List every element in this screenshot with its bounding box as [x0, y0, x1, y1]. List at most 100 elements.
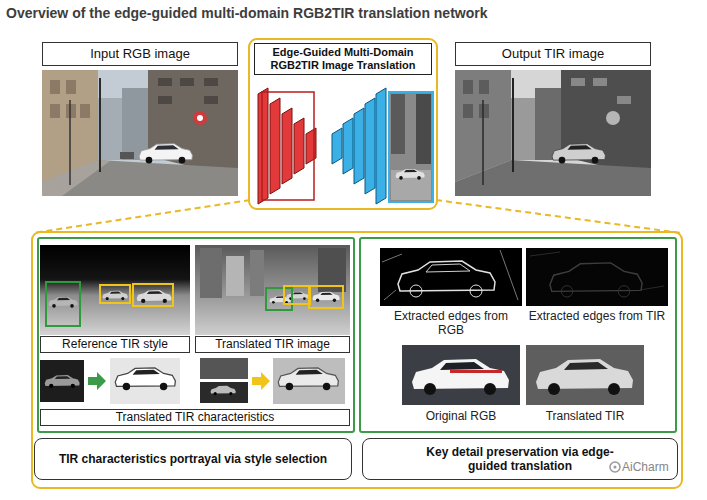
output-tir-image	[455, 70, 651, 196]
output-tir-image	[535, 88, 561, 160]
characteristic-examples	[40, 358, 345, 404]
output-tir-image	[479, 104, 489, 118]
region-outline	[360, 238, 676, 432]
characteristic-examples	[133, 370, 160, 375]
box-text: Key detail preservation via edge-guided …	[415, 445, 625, 474]
network-illustration	[262, 92, 314, 200]
watermark: AiCharm	[622, 460, 678, 474]
summary-box: TIR characteristics portrayal via style …	[34, 438, 352, 480]
input-rgb-image	[66, 104, 76, 118]
edge-maps	[526, 248, 668, 306]
region-outline	[38, 238, 354, 432]
network-illustration	[396, 169, 425, 180]
network-illustration	[258, 88, 433, 204]
car-comparison	[548, 383, 620, 395]
output-tir-image	[455, 70, 651, 196]
output-tir-image	[463, 104, 473, 118]
image-caption: Extracted edges from RGB	[380, 309, 522, 338]
image-caption: Translated TIR	[526, 409, 644, 423]
characteristic-examples	[49, 384, 75, 388]
car-comparison	[424, 383, 496, 395]
translated-tir-image	[284, 286, 310, 304]
watermark-icon	[610, 462, 620, 472]
output-tir-image	[568, 145, 592, 149]
characteristic-examples	[296, 370, 323, 375]
reference-tir-image	[106, 297, 125, 300]
input-rgb-image	[158, 96, 172, 104]
reference-tir-image	[137, 290, 172, 303]
region-outline	[32, 200, 682, 488]
translated-tir-image	[320, 293, 332, 295]
output-tir-image	[552, 144, 605, 164]
car-comparison	[402, 345, 644, 405]
network-illustration	[354, 108, 364, 184]
input-rgb-image	[66, 80, 76, 94]
image-label-box: Translated TIR image	[195, 336, 350, 353]
input-rgb-image	[204, 78, 218, 86]
reference-tir-image	[147, 291, 163, 294]
translated-tir-image	[309, 286, 343, 308]
translated-tir-image	[316, 299, 336, 302]
characteristic-examples	[115, 368, 175, 390]
edge-maps	[380, 248, 522, 306]
box-text: Input RGB image	[90, 47, 190, 62]
car-comparison	[526, 345, 644, 405]
input-rgb-image	[120, 152, 134, 159]
edge-maps	[382, 250, 518, 300]
input-rgb-image	[193, 111, 207, 125]
input-rgb-image	[204, 96, 218, 104]
characteristic-examples	[45, 375, 80, 388]
translated-tir-image	[226, 256, 244, 296]
output-tir-image	[463, 80, 473, 94]
image-label-box: Reference TIR style	[40, 336, 190, 353]
output-tir-image	[482, 100, 484, 185]
characteristic-examples	[110, 358, 180, 404]
translated-tir-image	[200, 248, 222, 298]
output-tir-image	[561, 70, 651, 178]
box-text: Output TIR image	[502, 47, 604, 62]
input-rgb-image	[42, 70, 238, 196]
car-comparison	[536, 359, 633, 395]
edge-maps	[561, 286, 629, 297]
edge-maps	[410, 285, 482, 297]
input-rgb-image	[50, 104, 60, 118]
characteristic-examples	[286, 383, 331, 390]
output-tir-image	[479, 80, 489, 94]
box-text: TIR characteristics portrayal via style …	[59, 452, 327, 466]
region-outline	[33, 200, 250, 233]
characteristic-examples	[278, 368, 338, 390]
translated-tir-image	[250, 250, 264, 296]
image-caption: Extracted edges from TIR	[526, 309, 668, 323]
translated-tir-image	[266, 288, 292, 310]
input-rgb-image	[42, 160, 238, 196]
network-illustration	[376, 88, 386, 204]
translated-tir-image	[313, 292, 340, 302]
output-tir-image	[455, 160, 651, 196]
input-rgb-image	[180, 78, 194, 86]
network-illustration	[389, 92, 433, 202]
module-box: Edge-Guided Multi-Domain RGB2TIR Image T…	[248, 38, 438, 210]
edge-maps	[550, 263, 642, 297]
box-text: Translated TIR characteristics	[116, 411, 275, 425]
characteristic-examples	[273, 358, 345, 404]
diagram-title: Overview of the edge-guided multi-domain…	[6, 5, 488, 21]
box-text: Translated TIR image	[215, 338, 330, 352]
output-tir-image	[593, 78, 607, 86]
car-comparison	[412, 359, 509, 395]
input-rgb-image	[42, 70, 238, 196]
input-rgb-image	[197, 115, 203, 121]
network-illustration	[332, 128, 342, 164]
output-tir-image	[606, 111, 620, 125]
car-comparison	[564, 362, 608, 370]
watermark-icon	[614, 466, 617, 469]
characteristic-examples	[214, 392, 233, 395]
input-rgb-image	[158, 78, 172, 86]
network-illustration	[343, 118, 353, 174]
output-tir-image	[511, 98, 535, 160]
network-illustration	[258, 88, 268, 204]
edge-maps	[398, 261, 495, 297]
network-illustration	[416, 94, 431, 164]
reference-tir-image	[40, 245, 190, 335]
characteristic-examples	[123, 383, 168, 390]
